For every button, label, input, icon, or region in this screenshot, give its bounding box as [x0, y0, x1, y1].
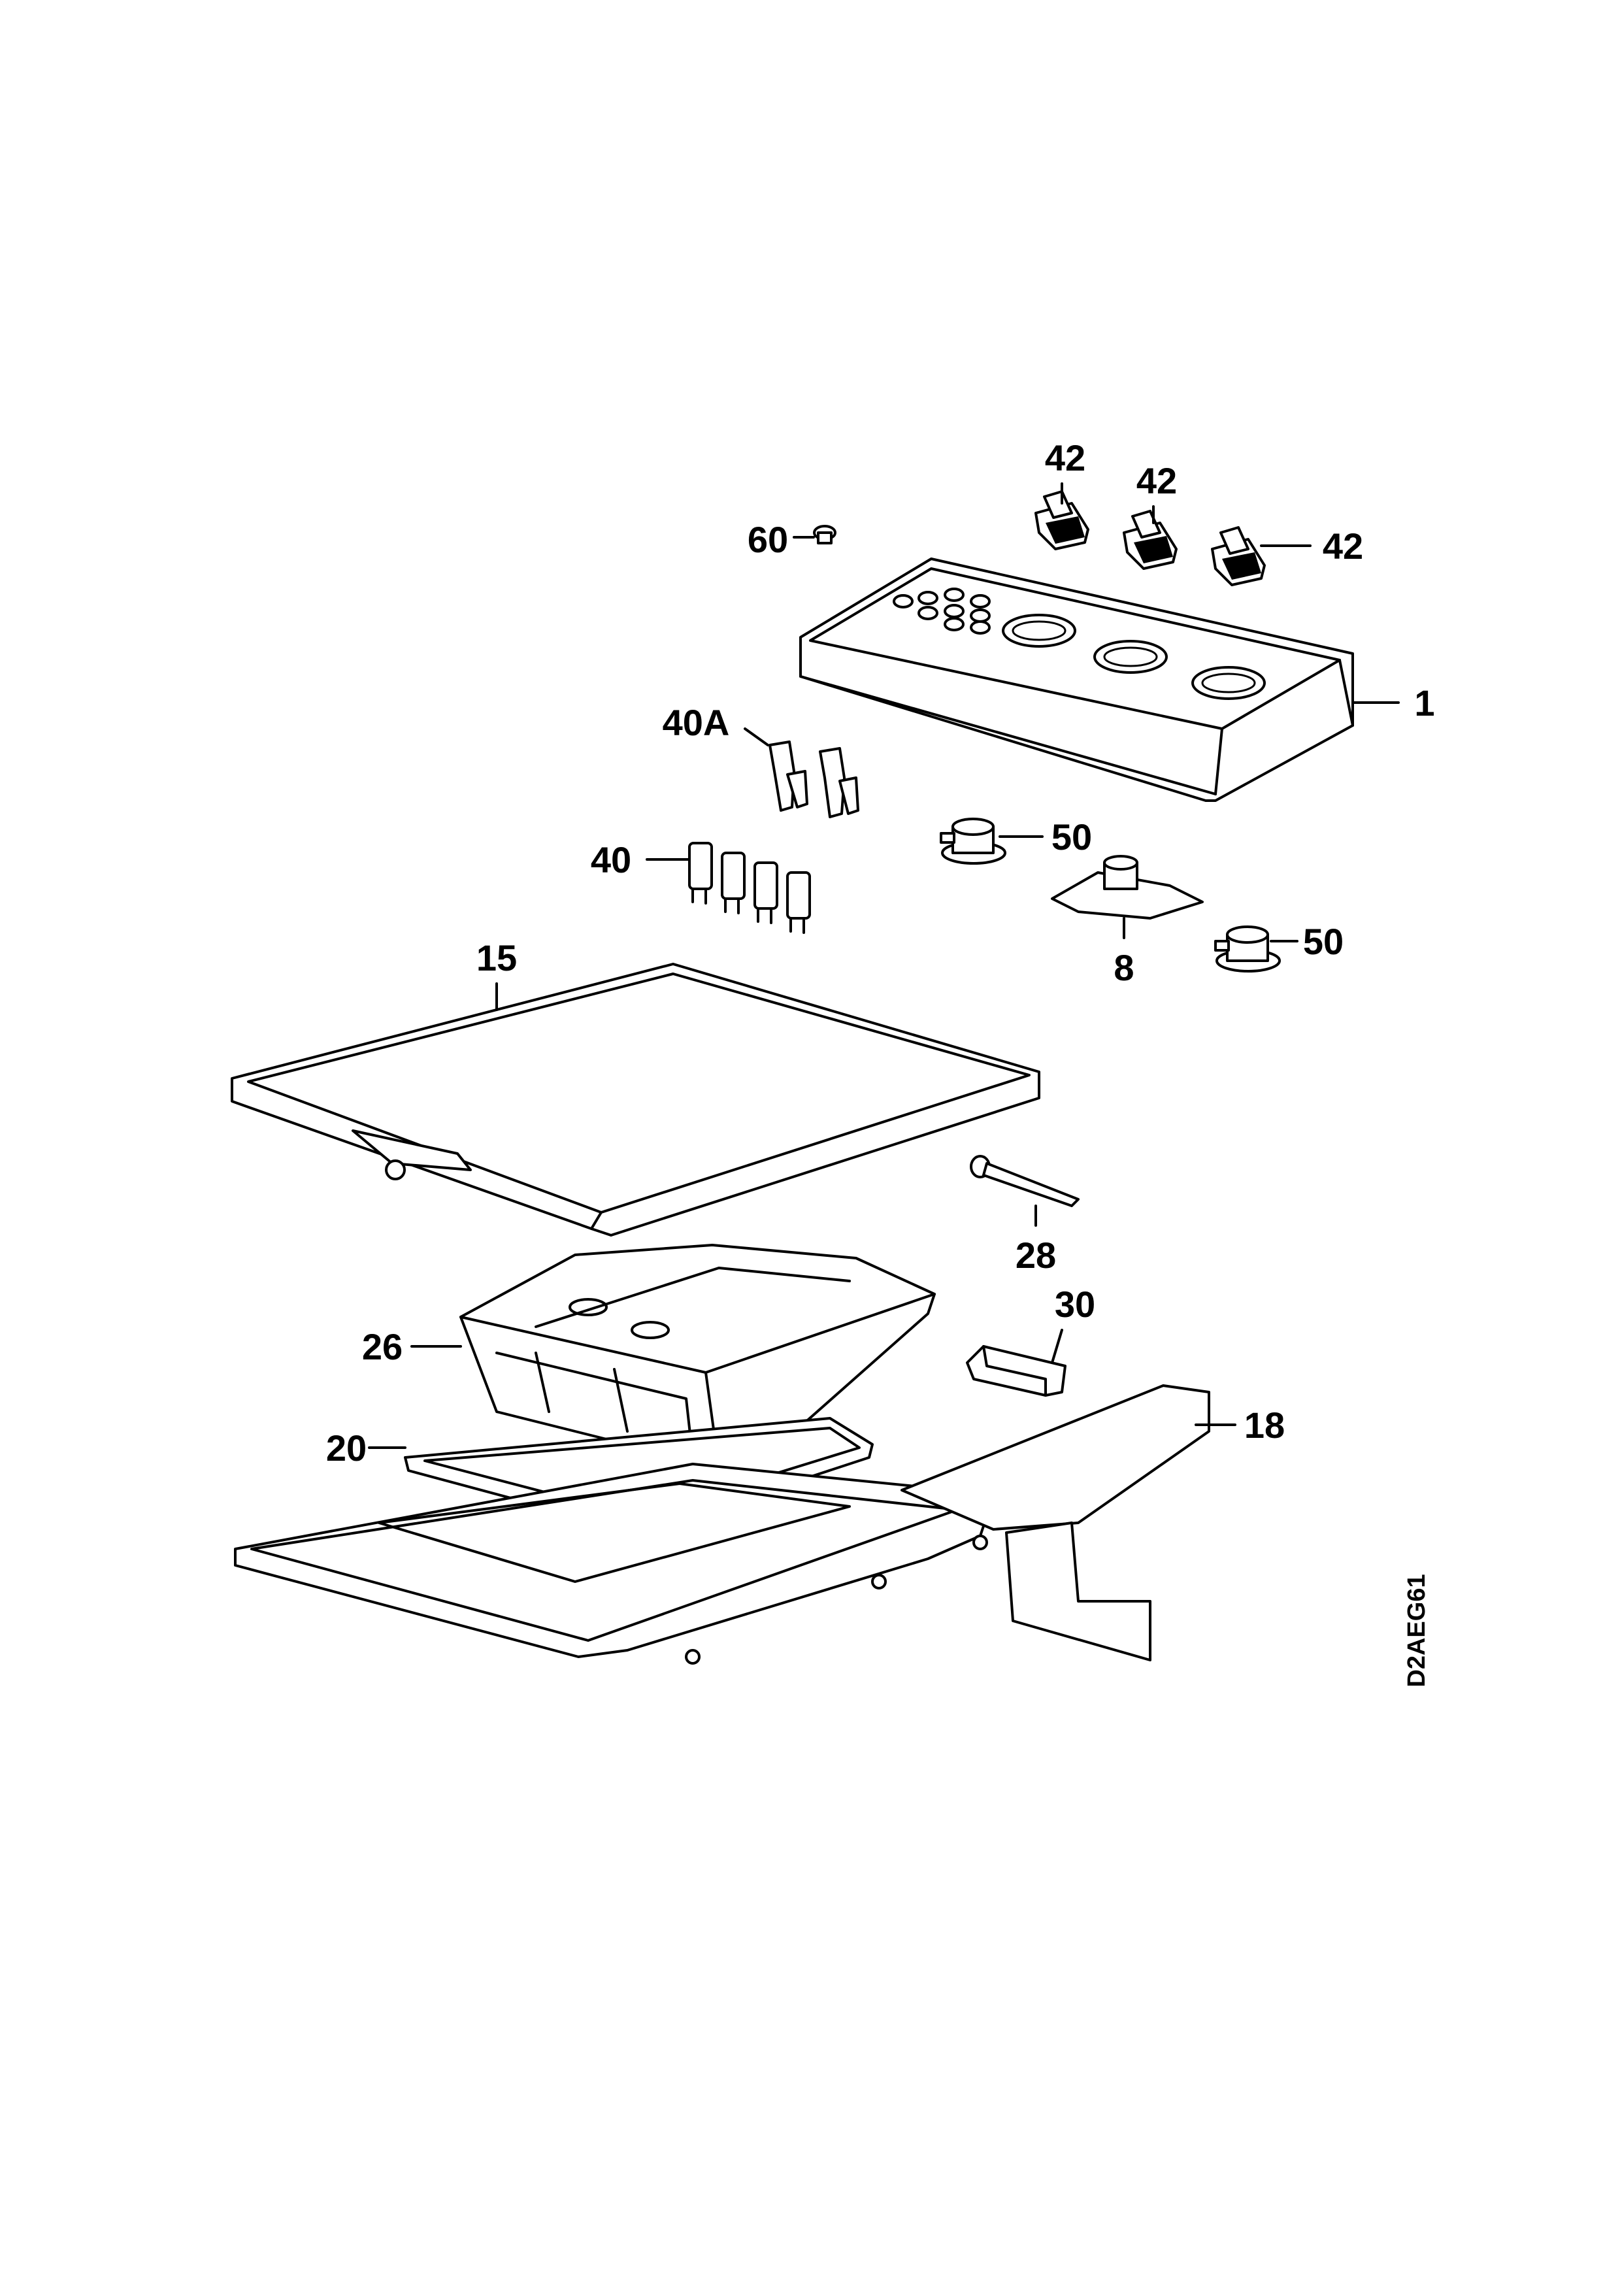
control-panel-part-1: [799, 557, 1354, 802]
knob-part-42-right: [1211, 526, 1266, 586]
label-40: 40: [591, 839, 631, 880]
hub-part-8: [1051, 855, 1204, 920]
drawing-code: D2AEG61: [1403, 1574, 1430, 1687]
label-42-right: 42: [1323, 525, 1363, 567]
base-frame-part-18: [234, 1384, 1210, 1665]
lid-part-15: [231, 963, 1040, 1237]
label-42-left: 42: [1045, 437, 1085, 478]
knob-part-42-middle: [1123, 510, 1178, 570]
pin-part-28: [970, 1155, 1080, 1207]
label-28: 28: [1016, 1235, 1056, 1276]
knob-part-42-left: [1034, 490, 1089, 550]
label-15: 15: [476, 937, 517, 978]
valve-part-50-upper: [940, 818, 1006, 865]
label-42-middle: 42: [1136, 460, 1177, 501]
clip-part-30: [966, 1345, 1066, 1397]
label-50-upper: 50: [1051, 816, 1092, 857]
valve-part-50-lower: [1214, 925, 1281, 973]
label-26: 26: [362, 1326, 403, 1367]
switch-part-40: [688, 842, 811, 934]
leader-lines: [368, 482, 1400, 1449]
label-60: 60: [748, 519, 788, 560]
label-8: 8: [1114, 947, 1134, 988]
label-20: 20: [326, 1427, 367, 1469]
label-40a: 40A: [663, 702, 730, 743]
label-50-lower: 50: [1303, 921, 1344, 962]
label-18: 18: [1244, 1405, 1285, 1446]
label-1: 1: [1414, 682, 1434, 724]
screw-part-60: [813, 525, 836, 544]
label-30: 30: [1055, 1284, 1095, 1325]
button-part-40a: [769, 740, 859, 818]
